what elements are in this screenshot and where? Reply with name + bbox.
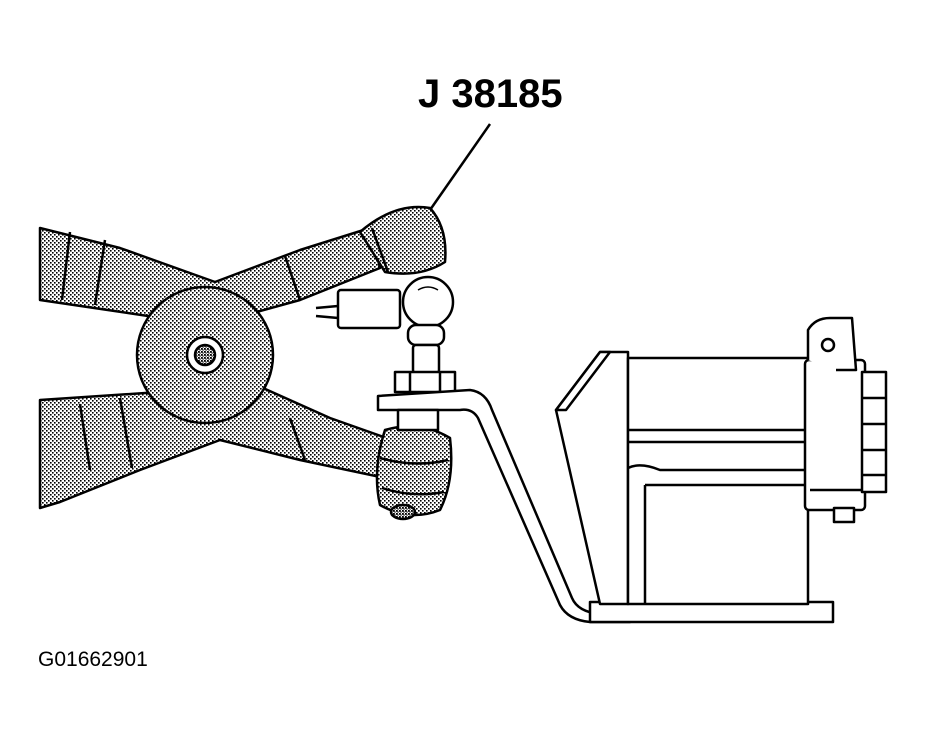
tool-callout-label: J 38185	[418, 72, 563, 116]
pliers-tool	[38, 205, 453, 521]
figure-id: G01662901	[38, 648, 148, 671]
module-housing	[554, 316, 888, 624]
pliers-upper-handle	[38, 226, 382, 322]
pliers-lower-jaw-tip	[375, 425, 453, 517]
nut	[393, 370, 457, 394]
module-body	[626, 356, 810, 606]
socket-cap	[336, 288, 402, 330]
callout-leader-line	[428, 123, 492, 211]
connector-housing	[803, 358, 867, 512]
ball-stud	[401, 275, 455, 329]
